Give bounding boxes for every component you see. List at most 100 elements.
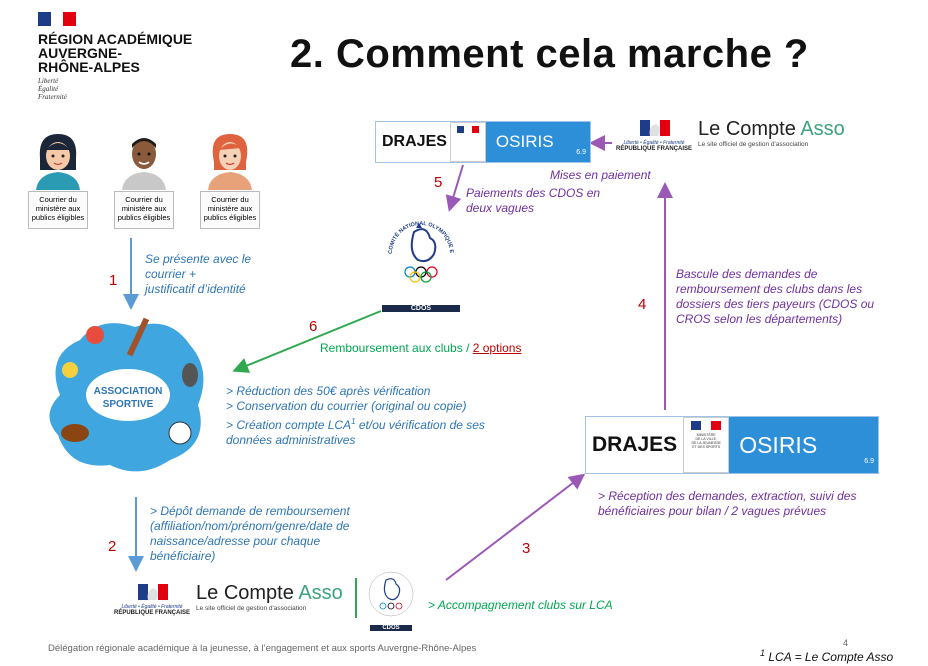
- osiris-main-label: OSIRIS: [739, 431, 818, 458]
- person-3: Courrier du ministère aux publics éligib…: [200, 128, 260, 229]
- page-title: 2. Comment cela marche ?: [290, 32, 809, 76]
- cdos-small-label: CDOS: [370, 625, 412, 631]
- eligible-publics: Courrier du ministère aux publics éligib…: [28, 128, 260, 229]
- action-creation: > Création compte LCA1 et/ou vérificatio…: [226, 414, 516, 433]
- action-donnees: données administratives: [226, 433, 356, 447]
- lca-logo-top: Liberté • Égalité • Fraternité RÉPUBLIQU…: [616, 118, 845, 152]
- footer-text: Délégation régionale académique à la jeu…: [48, 643, 477, 654]
- step-6-text-a: Remboursement aux clubs /: [320, 341, 473, 355]
- step-4-line-4: CROS selon les départements): [676, 312, 843, 326]
- region-logo: RÉGION ACADÉMIQUE AUVERGNE- RHÔNE-ALPES …: [38, 12, 192, 101]
- drajes-top-word: DRAJES: [382, 133, 447, 150]
- osiris-top-version: 6.9: [576, 149, 586, 156]
- lca-footnote-ref: 1: [351, 417, 356, 426]
- marianne-icon: [138, 584, 168, 600]
- association-label-line-1: ASSOCIATION: [93, 386, 163, 397]
- devise-liberte: Liberté: [38, 77, 59, 85]
- mini-line-3: DE LA JEUNESSE: [691, 441, 721, 445]
- person-woman-icon: [36, 134, 80, 190]
- step-6-number: 6: [309, 318, 318, 335]
- footnote-text: LCA = Le Compte Asso: [768, 650, 894, 664]
- arrow-step-3: [445, 473, 586, 581]
- page-number: 4: [843, 638, 849, 648]
- ministry-logo-small-icon: [449, 122, 486, 162]
- region-line-2: AUVERGNE-: [38, 45, 123, 61]
- mini-line-4: ET DES SPORTS: [692, 445, 721, 449]
- step-1-number: 1: [109, 272, 118, 289]
- step-2-line-3: naissance/adresse pour chaque: [150, 534, 321, 548]
- marianne-icon: [640, 120, 670, 136]
- lca-top-name: Le Compte Asso: [698, 118, 845, 141]
- osiris-main: OSIRIS 6.9: [729, 417, 878, 473]
- step-5-number: 5: [434, 174, 443, 191]
- action-creation-b: et/ou vérification de ses: [358, 418, 485, 432]
- step-4-number: 4: [638, 296, 647, 313]
- step-2-line-1: > Dépôt demande de remboursement: [150, 504, 350, 518]
- reception-line-2: bénéficiaires pour bilan / 2 vagues prév…: [598, 504, 827, 518]
- mises-en-paiement: Mises en paiement: [550, 168, 651, 182]
- step-1-line-3: justificatif d’identité: [145, 282, 246, 296]
- reception-line-1: > Réception des demandes, extraction, su…: [598, 489, 857, 503]
- step-3-number: 3: [522, 540, 531, 557]
- step-4-line-1: Bascule des demandes de: [676, 267, 818, 281]
- mini-line-2: DE LA VILLE,: [695, 437, 717, 441]
- association-sportive: ASSOCIATION SPORTIVE: [40, 315, 210, 475]
- step-2-line-4: bénéficiaire): [150, 549, 216, 563]
- lca-bottom-devise: Liberté • Égalité • Fraternité: [121, 604, 183, 610]
- step-1-text: Se présente avec le courrier + justifica…: [145, 252, 251, 297]
- drajes-osiris-main: DRAJES MINISTÈRE DE LA VILLE, DE LA JEUN…: [585, 416, 879, 474]
- person-1: Courrier du ministère aux publics éligib…: [28, 128, 88, 229]
- step-6-options-link[interactable]: 2 options: [472, 341, 522, 355]
- accompagnement-text: > Accompagnement clubs sur LCA: [428, 598, 613, 612]
- step-2-text: > Dépôt demande de remboursement (affili…: [150, 504, 350, 564]
- osiris-top-label: OSIRIS: [495, 132, 554, 151]
- drajes-main-word: DRAJES: [592, 433, 678, 456]
- lca-bottom-subtitle: Le site officiel de gestion d'associatio…: [196, 605, 307, 612]
- cdos-logo-small: CDOS: [364, 568, 418, 631]
- association-label-line-2: SPORTIVE: [102, 399, 154, 410]
- reception-text: > Réception des demandes, extraction, su…: [598, 489, 856, 519]
- cdos-big-label: CDOS: [382, 305, 460, 312]
- osiris-top: OSIRIS 6.9: [485, 122, 590, 162]
- cdos-rooster-small-icon: [368, 571, 414, 617]
- footnote: 1 LCA = Le Compte Asso: [760, 648, 893, 664]
- ministry-letter-1: Courrier du ministère aux publics éligib…: [28, 191, 88, 229]
- step-1-line-2: courrier +: [145, 267, 197, 281]
- action-creation-a: > Création compte LCA: [226, 418, 352, 432]
- step-2-line-2: (affiliation/nom/prénom/genre/date de: [150, 519, 350, 533]
- step-5-line-2: deux vagues: [466, 201, 535, 215]
- ministry-letter-3: Courrier du ministère aux publics éligib…: [200, 191, 260, 229]
- step-4-line-3: dossiers des tiers payeurs (CDOS ou: [676, 297, 875, 311]
- person-2: Courrier du ministère aux publics éligib…: [114, 128, 174, 229]
- lca-bottom-name: Le Compte Asso: [196, 582, 343, 605]
- lca-bottom-name-a: Le Compte: [196, 582, 299, 604]
- cdos-rooster-icon: COMITÉ NATIONAL OLYMPIQUE ET SPORTIF FRA…: [376, 204, 454, 283]
- mini-line-1: MINISTÈRE: [696, 433, 716, 437]
- region-line-3: RHÔNE-ALPES: [38, 59, 140, 75]
- association-actions: > Réduction des 50€ après vérification >…: [226, 384, 516, 448]
- association-sports-collage-icon: [49, 317, 204, 472]
- lca-bottom-rep: RÉPUBLIQUE FRANÇAISE: [114, 610, 191, 616]
- cdos-logo-big: COMITÉ NATIONAL OLYMPIQUE ET SPORTIF FRA…: [376, 204, 464, 314]
- ministry-logo-icon: MINISTÈRE DE LA VILLE, DE LA JEUNESSE ET…: [683, 417, 730, 473]
- step-5-text: Paiements des CDOS en deux vagues: [466, 186, 600, 216]
- lca-logo-bottom: Liberté • Égalité • Fraternité RÉPUBLIQU…: [114, 582, 343, 616]
- lca-bottom-name-b: Asso: [298, 582, 343, 604]
- marianne-flag-icon: [38, 12, 77, 26]
- step-6-text: Remboursement aux clubs / 2 options: [320, 341, 521, 355]
- step-2-number: 2: [108, 538, 117, 555]
- ministry-letter-2: Courrier du ministère aux publics éligib…: [114, 191, 174, 229]
- arrow-step-5: [445, 164, 464, 212]
- action-conservation: > Conservation du courrier (original ou …: [226, 399, 467, 413]
- lca-top-name-a: Le Compte: [698, 118, 801, 140]
- region-line-1: RÉGION ACADÉMIQUE: [38, 31, 193, 47]
- osiris-main-version: 6.9: [864, 458, 874, 465]
- person-woman-red-hair-icon: [208, 134, 252, 190]
- step-4-text: Bascule des demandes de remboursement de…: [676, 267, 874, 327]
- drajes-osiris-top: DRAJES OSIRIS 6.9: [375, 121, 591, 163]
- action-reduction: > Réduction des 50€ après vérification: [226, 384, 431, 398]
- footnote-marker: 1: [760, 648, 766, 658]
- lca-top-rep: RÉPUBLIQUE FRANÇAISE: [616, 146, 693, 152]
- lca-top-devise: Liberté • Égalité • Fraternité: [623, 140, 685, 146]
